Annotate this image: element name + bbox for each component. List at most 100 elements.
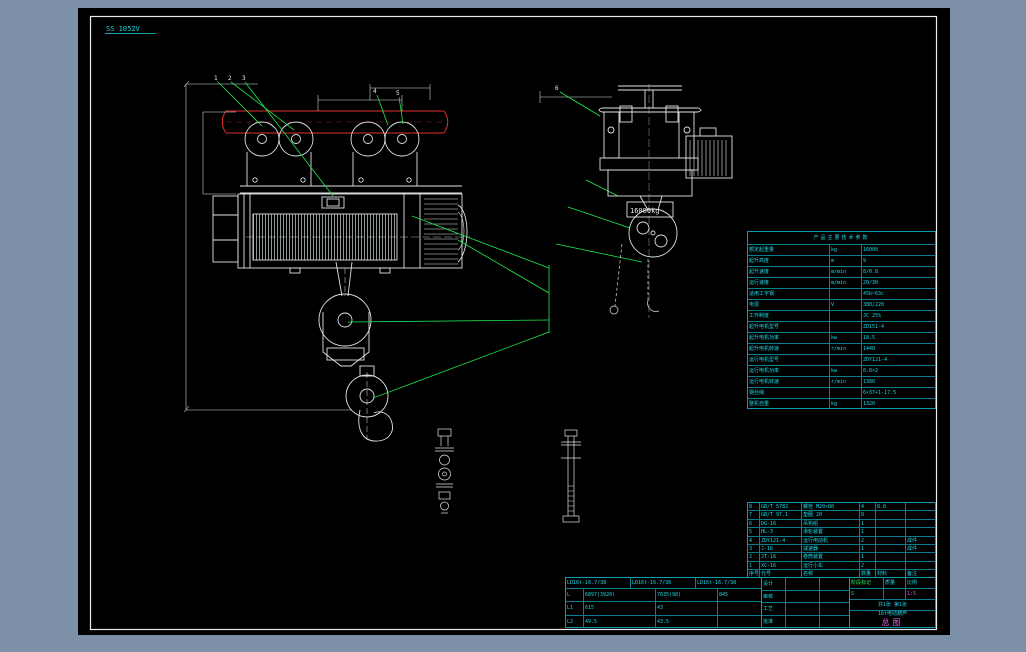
parameter-table-title: 产品主要技术参数 (748, 232, 935, 245)
table-row: 适用工字钢 45b~63c (748, 289, 935, 300)
table-row: 钢丝绳 6×37+1-17.5 (748, 388, 935, 399)
table-cell: 8 (748, 503, 760, 511)
table-cell: 运行电机型号 (748, 355, 830, 365)
table-cell: 滑轮装置 (802, 528, 860, 536)
table-cell: 1 (860, 519, 876, 528)
table-cell: 45b~63c (863, 291, 885, 297)
table-cell: 钢丝绳 (748, 388, 830, 398)
table-cell: JC 25% (863, 313, 882, 319)
table-cell (718, 602, 761, 614)
table-cell: 工作制度 (748, 311, 830, 321)
balloon-4: 4 (373, 88, 377, 95)
table-cell (876, 553, 906, 561)
balloon-numbers: 1 2 3 4 5 6 (214, 75, 559, 97)
dimension-lines (183, 80, 612, 413)
table-cell (906, 562, 935, 569)
table-cell: 9 (863, 258, 867, 264)
table-cell: 43.5 (656, 615, 718, 627)
balloon-6: 6 (555, 85, 559, 92)
table-cell: 1 (860, 528, 876, 536)
table-cell: 起升速度 (748, 267, 830, 277)
table-cell: J-16 (760, 544, 802, 553)
table-cell: 成件 (907, 537, 918, 544)
hook-block (318, 261, 393, 442)
scale-label: 比例 (907, 580, 918, 586)
table-cell: m/min (830, 267, 862, 277)
sheet-count: 共1张 第1张 (850, 600, 935, 611)
balloon-3: 3 (242, 75, 246, 82)
table-cell (876, 528, 906, 536)
stage-marks: S (850, 589, 884, 599)
table-cell: 3 (748, 544, 760, 553)
table-cell: 序号 (749, 570, 760, 577)
table-cell: kw (830, 366, 862, 376)
table-cell (786, 590, 820, 603)
table-cell: 螺栓 M20×80 (802, 503, 860, 511)
table-cell: HL-3 (760, 528, 802, 536)
table-cell: 起升电机功率 (748, 333, 830, 343)
table-cell: L1 (566, 602, 584, 615)
sheet-code-group: SS 1052V (105, 25, 156, 34)
table-cell: L2 (566, 615, 584, 627)
mass-label: 质量 (884, 578, 906, 588)
table-cell: 4 (860, 503, 876, 511)
table-cell (876, 511, 906, 519)
table-cell: LD16t-16.7/38 (697, 580, 737, 586)
monorail-beam (221, 110, 449, 134)
table-cell: 380/220 (863, 302, 885, 308)
table-cell: 0.8×2 (863, 368, 879, 374)
table-cell: 20/30 (863, 280, 879, 286)
table-cell: 运行电动机 (802, 536, 860, 544)
title-block-signatures: 设计审核工艺批准 (762, 578, 850, 627)
table-cell: 垫圈 20 (802, 511, 860, 519)
balloon-2: 2 (228, 75, 232, 82)
table-cell: 1 (860, 553, 876, 561)
table-cell: 起升电机转速 (748, 344, 830, 354)
table-cell (786, 578, 820, 590)
table-cell: 1 (748, 561, 760, 570)
table-cell: 1 (860, 544, 876, 553)
product-title: 16t电动葫芦 (877, 611, 908, 617)
leader-lines (217, 81, 643, 399)
table-cell: 材料 (876, 570, 906, 577)
table-cell: 5 (748, 528, 760, 536)
table-cell: 运行小车 (802, 561, 860, 570)
load-label: 16000kg (630, 207, 660, 215)
trolley-wheels (240, 121, 462, 194)
table-cell: kg (830, 245, 862, 255)
table-row: 序号代号名称数量材料备注 (748, 570, 935, 577)
table-cell: 吊钩组 (802, 519, 860, 528)
table-cell: 7 (748, 511, 760, 519)
table-cell: m/min (830, 278, 862, 288)
table-cell: 6 (748, 519, 760, 528)
table-cell: 6×37+1-17.5 (863, 390, 897, 396)
table-cell: m (830, 256, 862, 266)
table-cell: 适用工字钢 (748, 289, 830, 299)
table-cell: 4 (748, 536, 760, 544)
table-cell: 额定起重量 (748, 245, 830, 255)
table-cell: 2 (860, 536, 876, 544)
hoist-body (212, 193, 470, 274)
mass-value (884, 589, 906, 599)
table-cell (718, 616, 761, 627)
